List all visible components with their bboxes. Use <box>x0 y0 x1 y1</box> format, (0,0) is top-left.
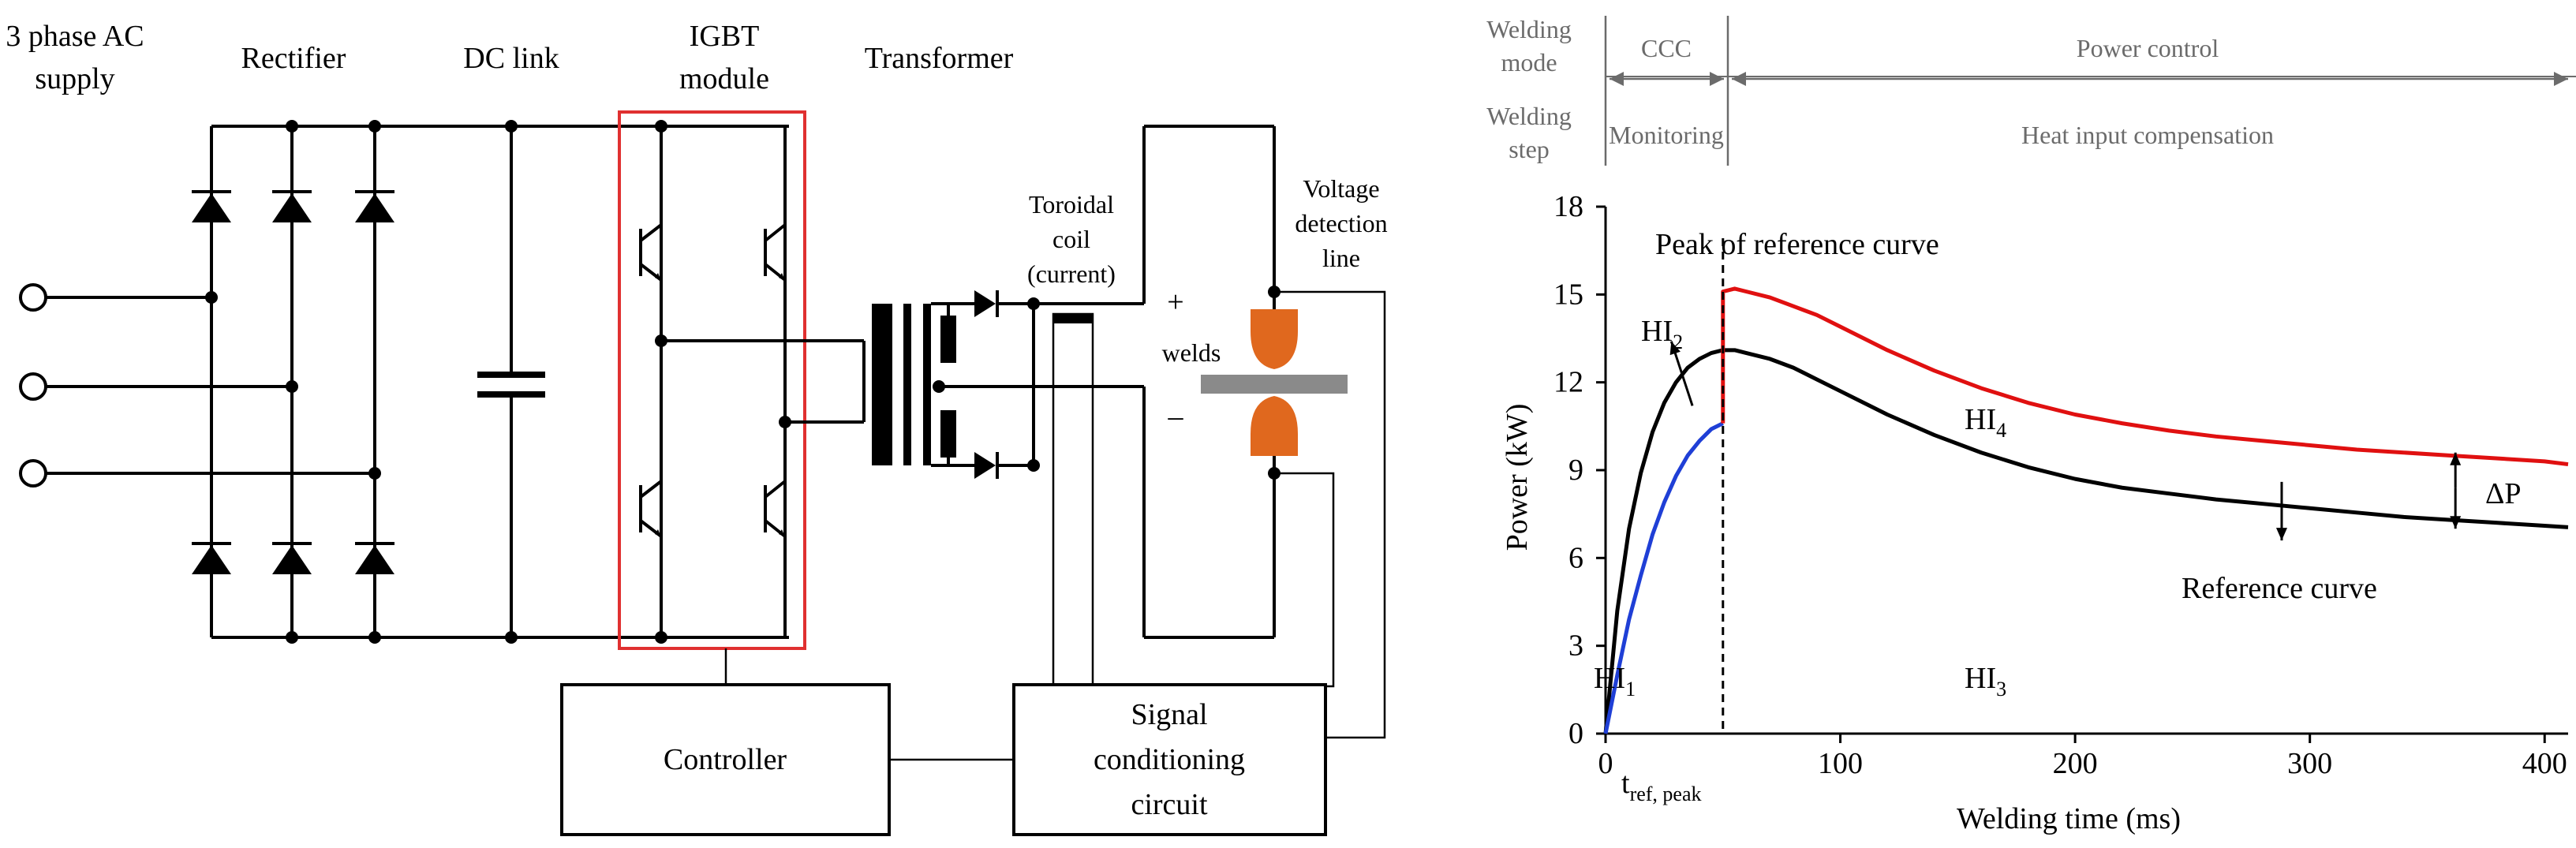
step-label-1: Welding <box>1486 102 1572 130</box>
minus-sign: – <box>1168 400 1184 433</box>
controller-label: Controller <box>664 743 787 776</box>
y-tick-label: 9 <box>1568 454 1583 487</box>
toroidal-coil <box>1053 314 1093 323</box>
rectifier-label: Rectifier <box>241 42 346 75</box>
power-chart: 0 100 200 300 400 0 3 6 9 12 15 18 Welding time (ms… <box>1501 190 2569 835</box>
voltage-detection-line-top <box>1274 290 1386 739</box>
chart-series <box>1603 286 2569 734</box>
dc-link-capacitor <box>477 120 545 644</box>
delta-p-label: ΔP <box>2485 477 2522 510</box>
x-tick-label: 200 <box>2053 747 2098 780</box>
voltage-label-1: Voltage <box>1303 174 1379 203</box>
y-tick-label: 18 <box>1553 190 1583 223</box>
transformer-label: Transformer <box>865 42 1014 75</box>
delta-p-arrow-down-head <box>2450 516 2462 529</box>
x-tick-label: 100 <box>1818 747 1863 780</box>
power-control-label: Power control <box>2077 34 2219 62</box>
lower-electrode <box>1251 396 1298 456</box>
upper-electrode <box>1251 309 1298 369</box>
igbt-module <box>618 110 864 685</box>
voltage-label-3: line <box>1322 244 1360 272</box>
workpiece <box>1201 375 1348 394</box>
igbt-label-2: module <box>679 62 769 95</box>
controller-box <box>560 683 891 836</box>
reference-curve-label: Reference curve <box>2182 572 2377 605</box>
mode-label-2: mode <box>1501 48 1557 77</box>
x-tick-label: 0 <box>1598 747 1613 780</box>
plus-sign: + <box>1167 286 1183 319</box>
hi2-arrow-head <box>1669 341 1681 356</box>
hi4-label: HI4 <box>1965 403 2006 442</box>
series-line-0 <box>1603 348 2569 734</box>
mode-label-1: Welding <box>1486 15 1572 43</box>
chart-axes <box>1604 207 2568 735</box>
transformer <box>862 290 1144 479</box>
y-tick-label: 0 <box>1568 717 1583 750</box>
y-tick-label: 12 <box>1553 366 1583 399</box>
step-label-2: step <box>1509 135 1550 163</box>
supply-label-1: 3 phase AC <box>6 20 144 53</box>
toroidal-label-3: (current) <box>1027 260 1116 288</box>
welds-label: welds <box>1162 338 1221 367</box>
y-tick-label: 6 <box>1568 541 1583 574</box>
t-ref-peak-label: tref, peak <box>1621 767 1702 805</box>
toroidal-signal-line <box>1052 312 1094 686</box>
igbt-label-1: IGBT <box>690 20 760 53</box>
rectifier-bridge <box>192 120 394 644</box>
delta-p-arrow-up <box>2450 452 2462 488</box>
reference-curve-arrow <box>2275 481 2287 541</box>
signal-label-3: circuit <box>1131 788 1208 821</box>
welding-timeline: Welding mode Welding step CCC Power cont… <box>1486 15 2576 166</box>
delta-p-arrow-down <box>2450 488 2462 529</box>
ccc-label: CCC <box>1641 34 1692 62</box>
toroidal-label-2: coil <box>1052 225 1090 253</box>
chart-ticks: 0 100 200 300 400 0 3 6 9 12 15 18 <box>1553 190 2567 780</box>
voltage-detection-line-bottom <box>1274 472 1335 688</box>
delta-p-arrow-up-head <box>2450 452 2462 465</box>
heat-input-label: Heat input compensation <box>2021 121 2274 149</box>
weld-output <box>1142 125 1348 639</box>
signal-conditioning-box <box>1012 683 1327 836</box>
monitoring-label: Monitoring <box>1609 121 1724 149</box>
toroidal-label-1: Toroidal <box>1029 190 1114 219</box>
chart-annotations <box>1669 238 2462 734</box>
dc-link-label: DC link <box>463 42 559 75</box>
voltage-label-2: detection <box>1295 209 1387 237</box>
series-line-1 <box>1603 421 1724 734</box>
supply-label-2: supply <box>35 62 114 95</box>
signal-label-2: conditioning <box>1094 743 1245 776</box>
ac-terminals <box>19 283 375 488</box>
x-tick-label: 300 <box>2287 747 2332 780</box>
y-tick-label: 15 <box>1553 278 1583 311</box>
y-tick-label: 3 <box>1568 629 1583 663</box>
x-tick-label: 400 <box>2522 747 2567 780</box>
signal-label-1: Signal <box>1131 698 1207 731</box>
series-line-2 <box>1721 286 2569 467</box>
hi2-arrow <box>1669 341 1694 406</box>
reference-curve-arrow-head <box>2275 528 2287 541</box>
hi2-label: HI2 <box>1641 315 1683 353</box>
igbt-box <box>618 110 806 650</box>
hi1-label: HI1 <box>1594 662 1636 700</box>
hi3-label: HI3 <box>1965 662 2006 700</box>
peak-annotation: Peak of reference curve <box>1655 228 1939 261</box>
circuit-diagram: 3 phase AC supply Rectifier DC link IGBT… <box>6 20 1388 836</box>
x-axis-label: Welding time (ms) <box>1957 802 2181 835</box>
y-axis-label: Power (kW) <box>1501 404 1534 551</box>
